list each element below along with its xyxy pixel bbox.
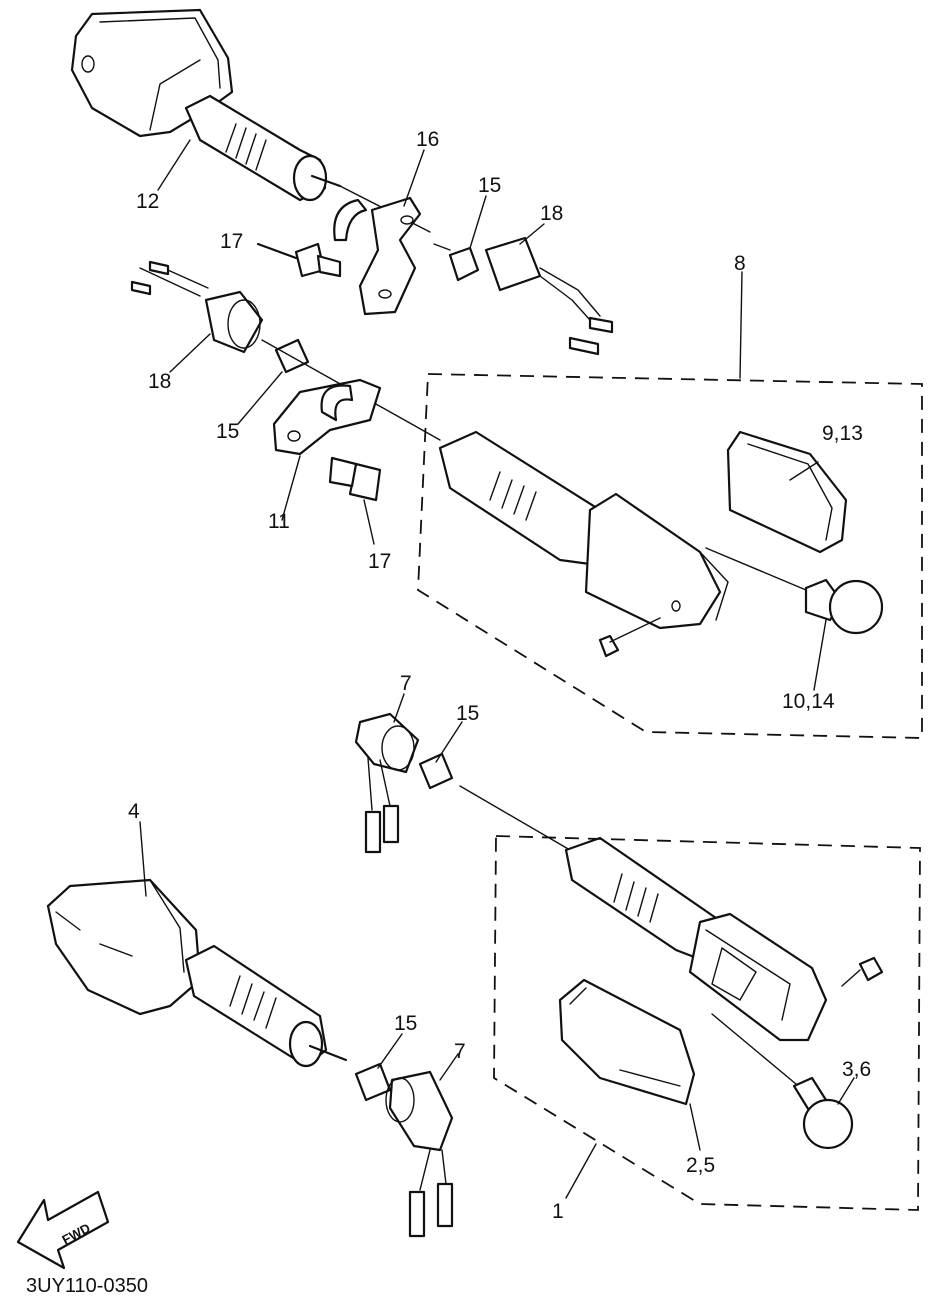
label-12: 12 <box>136 190 159 213</box>
bolt-17-top <box>256 242 342 278</box>
label-10-14: 10,14 <box>782 690 835 713</box>
label-3-6: 3,6 <box>842 1058 871 1081</box>
label-18-middle: 18 <box>148 370 171 393</box>
bulb-10-14 <box>705 547 884 635</box>
nut-15-lower <box>418 752 454 790</box>
lens-2-5 <box>558 978 696 1106</box>
socket-7-bottom <box>385 1070 454 1238</box>
label-15-middle: 15 <box>216 420 239 443</box>
label-15-bottom: 15 <box>394 1012 417 1035</box>
label-7-top: 7 <box>400 672 412 695</box>
grommet-18-middle <box>204 290 264 354</box>
label-17-top: 17 <box>220 230 243 253</box>
screw-lower <box>841 956 884 987</box>
label-8: 8 <box>734 252 746 275</box>
nut-15-middle <box>274 338 310 374</box>
label-2-5: 2,5 <box>686 1154 715 1177</box>
socket-7-top <box>354 712 420 854</box>
label-18-top: 18 <box>540 202 563 225</box>
lens-9-13 <box>726 430 848 554</box>
label-9-13: 9,13 <box>822 422 863 445</box>
bracket-11 <box>272 378 382 456</box>
label-7-bottom: 7 <box>454 1040 466 1063</box>
part-labels: 12 16 15 18 17 8 18 15 11 17 9,13 10,14 … <box>128 128 871 1223</box>
turn-signal-4 <box>46 878 348 1068</box>
label-1: 1 <box>552 1200 564 1223</box>
label-4: 4 <box>128 800 140 823</box>
label-15-top: 15 <box>478 174 501 197</box>
lower-rod <box>459 785 571 851</box>
label-15-lower: 15 <box>456 702 479 725</box>
group-box-8 <box>417 373 923 739</box>
turn-signal-8-body <box>438 430 729 630</box>
bulb-3-6 <box>711 1013 854 1150</box>
forward-direction-arrow: FWD <box>16 1190 110 1270</box>
bracket-16 <box>333 196 422 316</box>
leader-lines <box>139 139 855 1199</box>
nut-15-bottom <box>354 1062 392 1102</box>
turn-signal-12 <box>70 8 431 233</box>
grommet-18-top <box>484 236 614 356</box>
bolt-17-middle <box>328 456 382 502</box>
turn-signal-1-body <box>564 836 828 1042</box>
wire-connector-left <box>130 260 209 297</box>
group-box-1 <box>493 835 921 1211</box>
label-16: 16 <box>416 128 439 151</box>
nut-15-top <box>433 243 480 282</box>
label-11: 11 <box>268 510 290 533</box>
screw-middle <box>598 617 661 658</box>
label-17-middle: 17 <box>368 550 391 573</box>
diagram-code: 3UY110-0350 <box>26 1275 148 1297</box>
